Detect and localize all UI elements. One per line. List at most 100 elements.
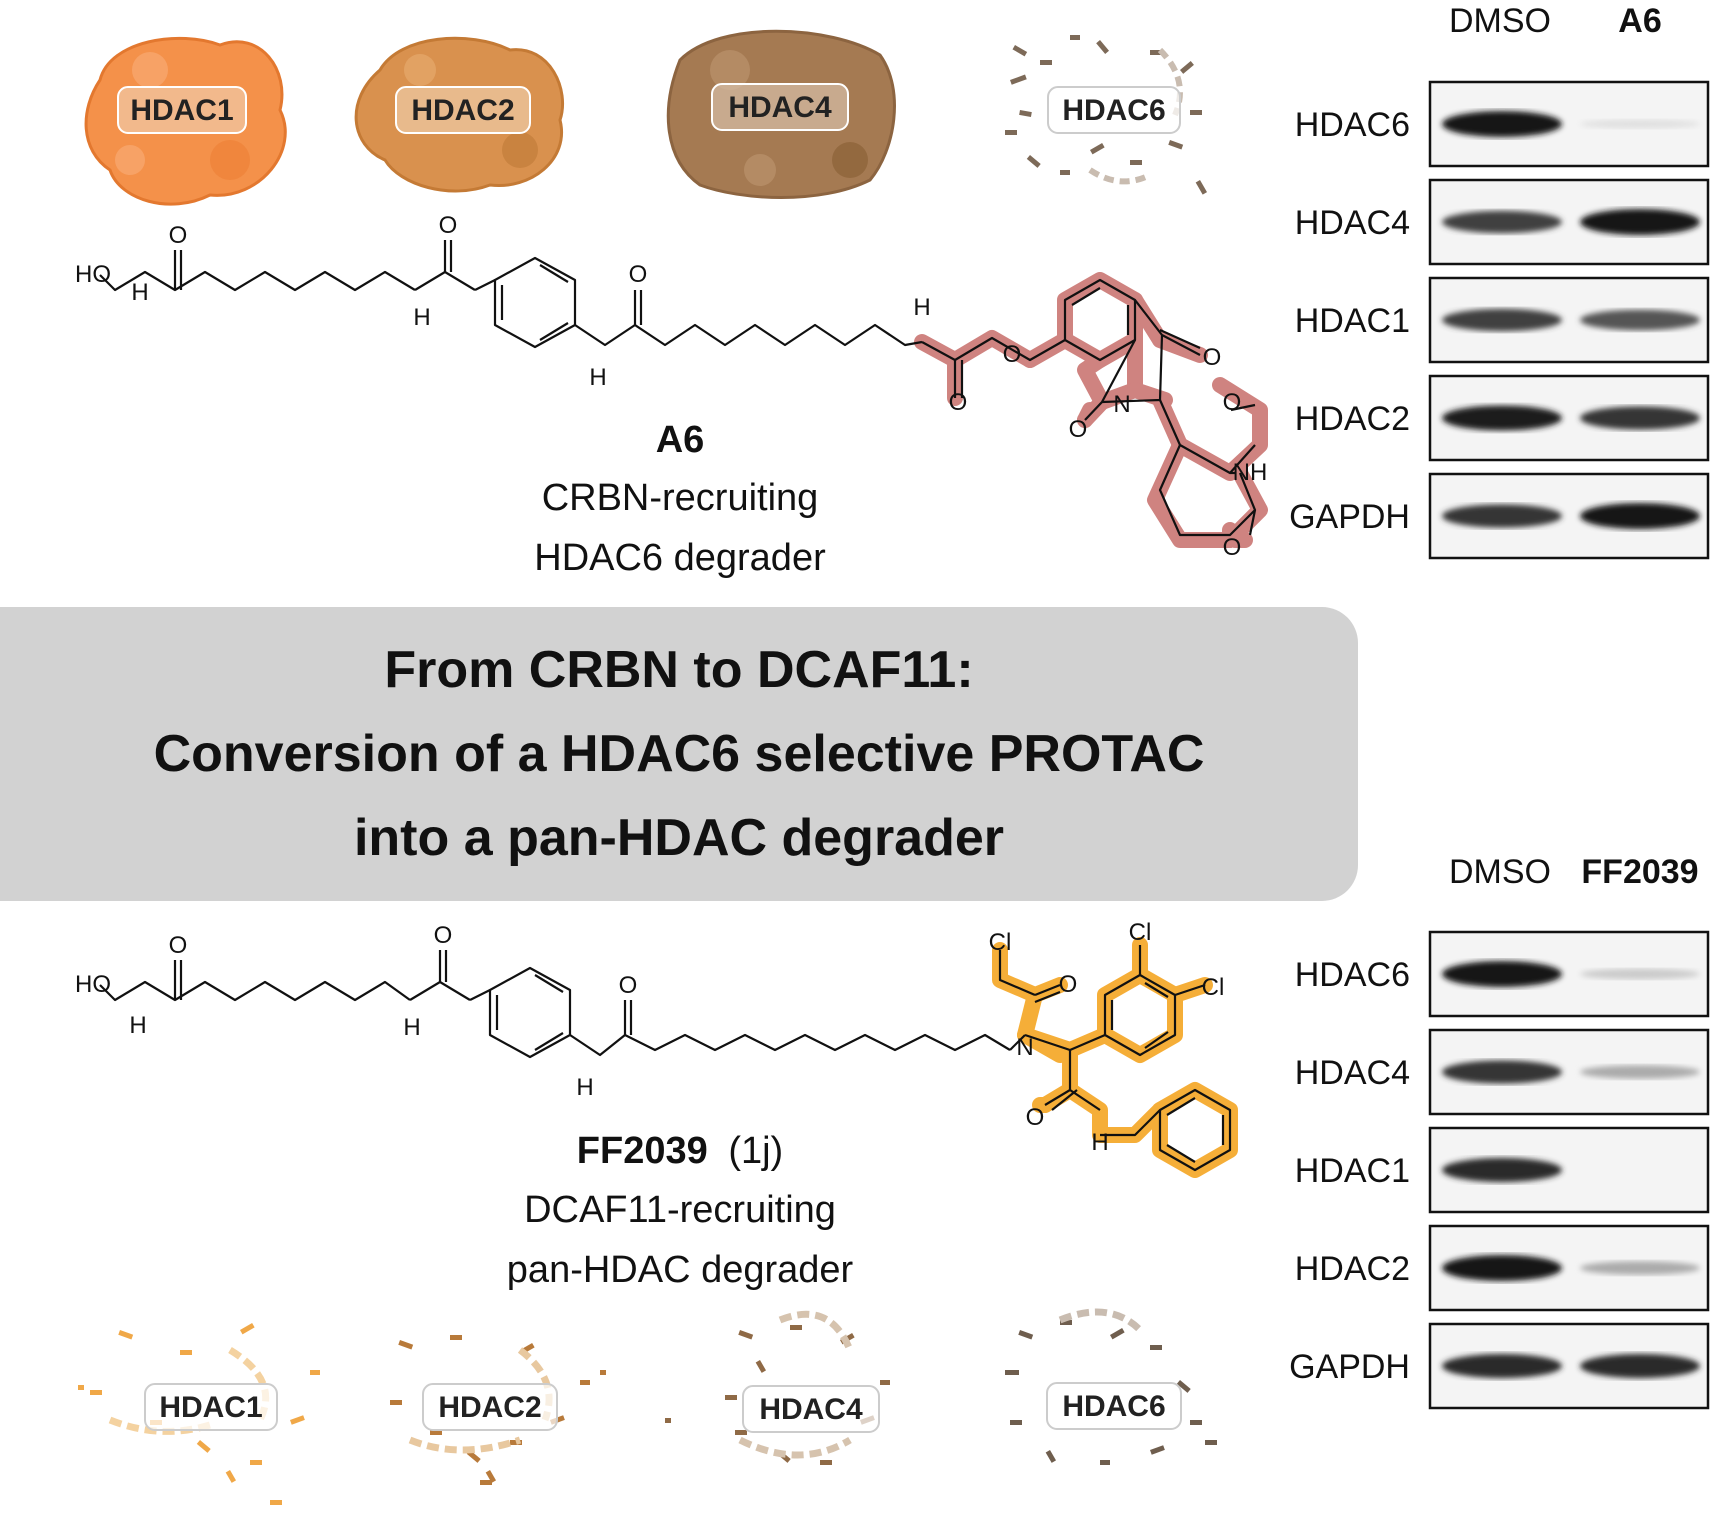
blot-band-treated [1580,406,1700,430]
blot-band-treated [1580,309,1700,331]
blot-band-dmso [1442,405,1562,431]
atom-ho: HO [75,971,111,998]
atom-o: O [949,389,968,416]
atom-h: H [129,1012,146,1039]
top-blot-row-label: HDAC4 [1295,204,1410,242]
atom-cl: Cl [1202,974,1225,1001]
bottom-protein-label-hdac2: HDAC2 [438,1391,541,1424]
atom-h: H [913,294,930,321]
atom-o: O [169,932,188,959]
bottom-protein-hdac4-fragmented: HDAC4 [665,1310,890,1465]
bottom-compound-name: FF2039 [577,1130,708,1172]
top-protein-label-hdac4: HDAC4 [728,91,832,124]
blot-band-dmso [1442,1060,1562,1084]
top-compound-name: A6 [656,419,705,461]
top-blot-row-label: HDAC6 [1295,106,1410,144]
blot-band-treated [1580,1353,1700,1379]
title-line-3: into a pan-HDAC degrader [353,809,1005,867]
blot-band-dmso [1442,308,1562,332]
atom-o: O [1026,1104,1045,1131]
atom-o: O [1069,416,1088,443]
atom-n: N [1016,1034,1033,1061]
top-protein-hdac6-fragmented: HDAC6 [1005,35,1207,195]
top-protein-hdac1: HDAC1 [84,36,287,206]
atom-n: N [136,297,137,299]
atom-o: O [1003,341,1022,368]
blot-band-treated [1580,1065,1700,1079]
atom-o: O [434,922,453,949]
ff2039-structure: HO H O H O H O Cl O N Cl Cl O N H [75,919,1238,1178]
title-banner: From CRBN to DCAF11: Conversion of a HDA… [0,607,1358,901]
bottom-blot-row-label: HDAC1 [1295,1152,1410,1190]
bottom-compound-desc-line1: DCAF11-recruiting [524,1189,836,1231]
atom-n: N [1100,1139,1101,1141]
atom-o: O [1223,389,1242,416]
blot-band-dmso [1442,961,1562,987]
atom-cl: Cl [1129,919,1152,946]
top-protein-label-hdac1: HDAC1 [130,94,233,127]
top-blot-row-label: HDAC2 [1295,400,1410,438]
top-blot-row-label: GAPDH [1289,498,1410,536]
bottom-compound-desc-line2: pan-HDAC degrader [507,1249,854,1291]
atom-imide-nh: NH [1233,459,1268,486]
atom-o: O [439,212,458,239]
top-blot-row-label: HDAC1 [1295,302,1410,340]
top-protein-hdac2: HDAC2 [354,36,565,193]
atom-o: O [1059,971,1078,998]
top-blot-lane-label-dmso: DMSO [1449,2,1551,40]
top-protein-label-hdac2: HDAC2 [411,94,514,127]
bottom-blot-lane-label-treated: FF2039 [1581,853,1698,891]
atom-h: H [1091,1129,1108,1156]
atom-o: O [629,261,648,288]
bottom-protein-label-hdac4: HDAC4 [759,1393,863,1426]
bottom-blot-row-label: HDAC6 [1295,956,1410,994]
atom-h: H [131,279,148,306]
atom-o: O [169,222,188,249]
bottom-protein-hdac2-fragmented: HDAC2 [390,1335,606,1485]
bottom-blot-lane-label-dmso: DMSO [1449,853,1551,891]
blot-band-dmso [1442,504,1562,528]
atom-o: O [1223,534,1242,561]
bottom-protein-label-hdac6: HDAC6 [1062,1390,1165,1423]
top-protein-hdac4: HDAC4 [666,29,896,199]
top-compound-desc-line2: HDAC6 degrader [534,537,826,579]
bottom-blot-row-label: GAPDH [1289,1348,1410,1386]
a6-structure: HO N H O H O H O H O O O N O O NH O [75,212,1268,561]
bottom-blot-row-label: HDAC4 [1295,1054,1410,1092]
bottom-compound-suffix: (1j) [728,1130,783,1172]
blot-band-dmso [1442,210,1562,234]
blot-band-treated [1580,1261,1700,1275]
top-compound-desc-line1: CRBN-recruiting [542,477,819,519]
atom-h: H [413,304,430,331]
blot-band-treated [1580,209,1700,235]
atom-o: O [1203,344,1222,371]
blot-band-dmso [1442,1157,1562,1183]
blot-band-treated [1580,119,1700,129]
top-protein-label-hdac6: HDAC6 [1062,94,1165,127]
title-line-2: Conversion of a HDAC6 selective PROTAC [153,725,1205,783]
blot-band-treated [1580,968,1700,980]
blot-band-dmso [1442,1255,1562,1281]
blot-band-dmso [1442,1353,1562,1379]
atom-ho: HO [75,261,111,288]
atom-h: H [576,1074,593,1101]
bottom-protein-hdac6-fragmented: HDAC6 [1005,1308,1217,1465]
atom-h: H [403,1014,420,1041]
bottom-protein-hdac1-fragmented: HDAC1 [78,1323,320,1505]
atom-h: H [589,364,606,391]
bottom-protein-label-hdac1: HDAC1 [159,1391,262,1424]
top-blot-lane-label-treated: A6 [1618,2,1661,40]
bottom-blot-row-label: HDAC2 [1295,1250,1410,1288]
title-line-1: From CRBN to DCAF11: [384,641,974,699]
atom-cl: Cl [989,929,1012,956]
blot-band-treated [1580,503,1700,529]
atom-n: N [1113,391,1130,418]
bottom-compound-label: FF2039 (1j) [577,1130,783,1172]
atom-o: O [619,972,638,999]
blot-band-dmso [1442,111,1562,137]
